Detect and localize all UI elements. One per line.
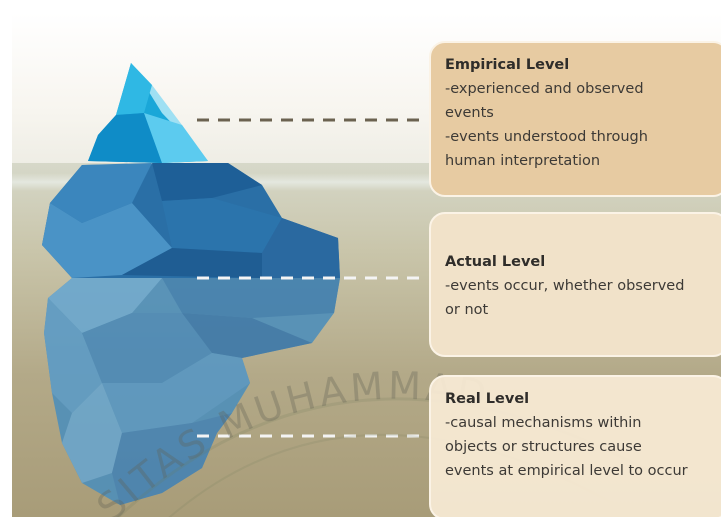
real-level-title: Real Level — [445, 391, 530, 407]
actual-level-title: Actual Level — [445, 254, 546, 270]
empirical-level-line-1: -experienced and observed — [445, 81, 644, 97]
real-level-line-2: objects or structures cause — [445, 439, 642, 455]
iceberg-diagram: SITAS MUHAMMAD Empirical Level -experien… — [12, 13, 721, 517]
card-real-level: Real Level -causal mechanisms within obj… — [429, 375, 721, 517]
card-empirical-level: Empirical Level -experienced and observe… — [429, 41, 721, 197]
empirical-level-line-2: events — [445, 105, 494, 121]
iceberg-submerged — [44, 278, 340, 505]
real-level-line-3: events at empirical level to occur — [445, 463, 688, 479]
empirical-level-line-3: -events understood through — [445, 129, 648, 145]
actual-level-line-1: -events occur, whether observed — [445, 278, 685, 294]
iceberg-middle — [42, 163, 340, 278]
empirical-level-line-4: human interpretation — [445, 153, 601, 169]
actual-level-line-2: or not — [445, 302, 489, 318]
real-level-line-1: -causal mechanisms within — [445, 415, 642, 431]
empirical-level-title: Empirical Level — [445, 57, 570, 73]
iceberg-illustration — [42, 63, 422, 505]
iceberg-tip — [88, 63, 208, 163]
card-actual-level: Actual Level -events occur, whether obse… — [429, 212, 721, 357]
